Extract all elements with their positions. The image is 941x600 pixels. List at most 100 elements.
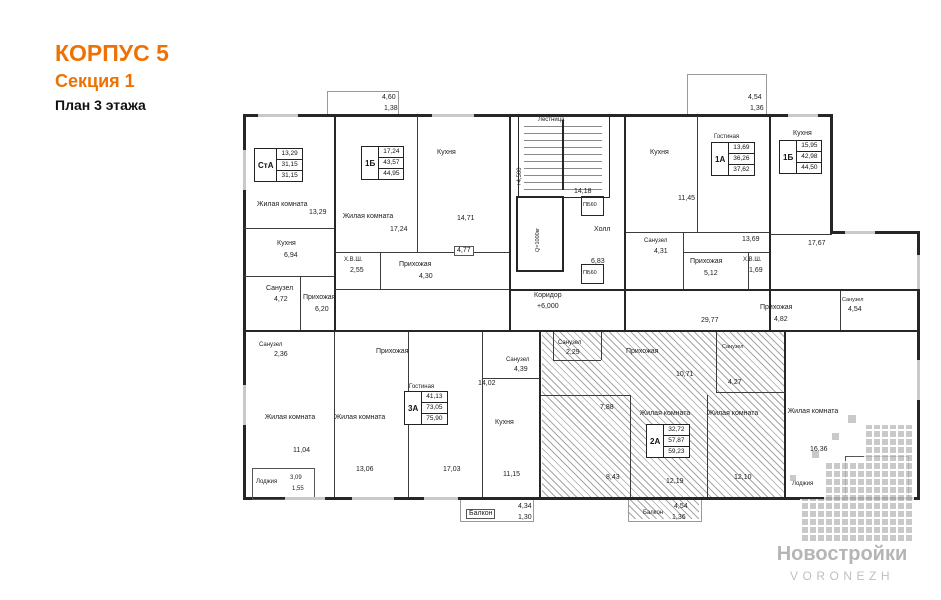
room-label-hall: Прихожая (760, 304, 793, 311)
room-area-living: 16,36 (810, 446, 828, 453)
room-area: 8,43 (606, 474, 620, 481)
watermark-pixel (812, 451, 819, 458)
room-area-bath: 4,27 (728, 379, 742, 386)
room-label-bath: Санузел (644, 238, 668, 244)
wall (748, 252, 749, 289)
bay-dim: 1,38 (384, 105, 398, 112)
window (788, 114, 818, 117)
wall (626, 232, 769, 233)
wall (601, 332, 602, 360)
room-label-living: Жилая комната (639, 410, 691, 417)
living-area: 31,15 (277, 160, 302, 171)
wall (770, 234, 832, 235)
room-area-hall: 4,82 (774, 316, 788, 323)
room-label-closet: Х.В.Ш. (344, 257, 363, 263)
total-area: 44,50 (801, 164, 818, 171)
wall (624, 114, 626, 332)
bay-dim: 1,36 (750, 105, 764, 112)
room-area-kitchen: 6,94 (284, 252, 298, 259)
balcony-dim: 1,30 (518, 514, 532, 521)
room-label-living: Жилая комната (257, 201, 308, 208)
room-label-hall: Прихожая (399, 261, 432, 268)
wall (482, 332, 483, 497)
room-area-living: 13,29 (309, 209, 327, 216)
wall (553, 332, 554, 360)
living-area: 42,98 (797, 152, 822, 163)
watermark-brand: Новостройки (776, 543, 908, 565)
wall (334, 114, 336, 332)
watermark-building-icon (824, 461, 864, 543)
balcony (628, 498, 702, 522)
wall (335, 289, 509, 290)
window (432, 114, 474, 117)
wall (243, 114, 833, 117)
watermark-pixel (848, 415, 856, 423)
room-label-bath: Санузел (266, 285, 294, 292)
developer-watermark: Новостройки VORONEZH (752, 415, 932, 595)
total-area: 59,23 (668, 448, 685, 455)
wall (539, 332, 541, 497)
room-area-living: 13,06 (356, 466, 374, 473)
corridor-area-box: 4,77 (454, 246, 474, 256)
window (917, 255, 920, 289)
building-title: КОРПУС 5 (55, 40, 169, 66)
wall (300, 276, 301, 330)
room-area-living: 11,04 (293, 447, 310, 454)
window (424, 497, 458, 500)
vent-label: ПБ60 (583, 270, 597, 276)
room-area-bath: 4,54 (848, 306, 862, 313)
room-area-kitchen: 14,71 (457, 215, 475, 222)
room-area-hall: 5,12 (704, 270, 718, 277)
wall (707, 395, 708, 497)
room-area-bath: 2,29 (566, 349, 580, 356)
bay-dim: 4,60 (382, 94, 396, 101)
wall (840, 291, 841, 330)
total-area: 44,95 (383, 170, 400, 177)
wall (243, 114, 246, 500)
room-area: 41,13 (422, 392, 447, 403)
room-area-living: 17,67 (808, 240, 826, 247)
window (845, 231, 875, 234)
loggia (252, 468, 315, 500)
room-label-bath: Санузел (722, 344, 744, 350)
window (285, 497, 325, 500)
room-area-bath: 4,72 (274, 296, 288, 303)
wall (243, 330, 920, 332)
room-label-living: Жилая комната (342, 213, 394, 220)
living-area: 43,57 (379, 158, 404, 169)
room-area-hall: 4,30 (419, 273, 433, 280)
wall (697, 116, 698, 232)
room-label-kitchen: Кухня (277, 240, 296, 247)
watermark-city: VORONEZH (789, 569, 894, 583)
apartment-type: СтА (255, 149, 278, 181)
room-label-living: Гостиная (409, 384, 435, 390)
room-area-bath: 4,39 (514, 366, 528, 373)
room-label-living: Жилая комната (334, 414, 386, 421)
room-label-hall: Прихожая (303, 294, 336, 301)
lift-label: Q=1000кг (535, 227, 541, 252)
window (352, 497, 394, 500)
apartment-type: 1Б (362, 147, 380, 179)
wall (716, 332, 717, 392)
plan-header: КОРПУС 5 Секция 1 План 3 этажа (55, 38, 169, 116)
apartment-type: 1Б (780, 141, 798, 173)
loggia-label: Лоджия (256, 479, 278, 485)
room-label-living: Гостиная (714, 134, 740, 140)
wall (482, 378, 540, 379)
window (258, 114, 298, 117)
balcony-dim: 4,34 (518, 503, 532, 510)
room-area: 17,24 (379, 147, 404, 158)
loggia-dim: 3,09 (290, 475, 302, 481)
living-area: 57,87 (664, 436, 689, 447)
room-area-closet: 2,55 (350, 267, 364, 274)
watermark-pixel (832, 433, 839, 440)
corridor-label: Коридор (534, 292, 562, 299)
wall (784, 332, 786, 497)
sold-hatch-balcony (629, 499, 699, 519)
watermark-building-icon (800, 499, 824, 543)
room-label-kitchen: Кухня (650, 149, 669, 156)
